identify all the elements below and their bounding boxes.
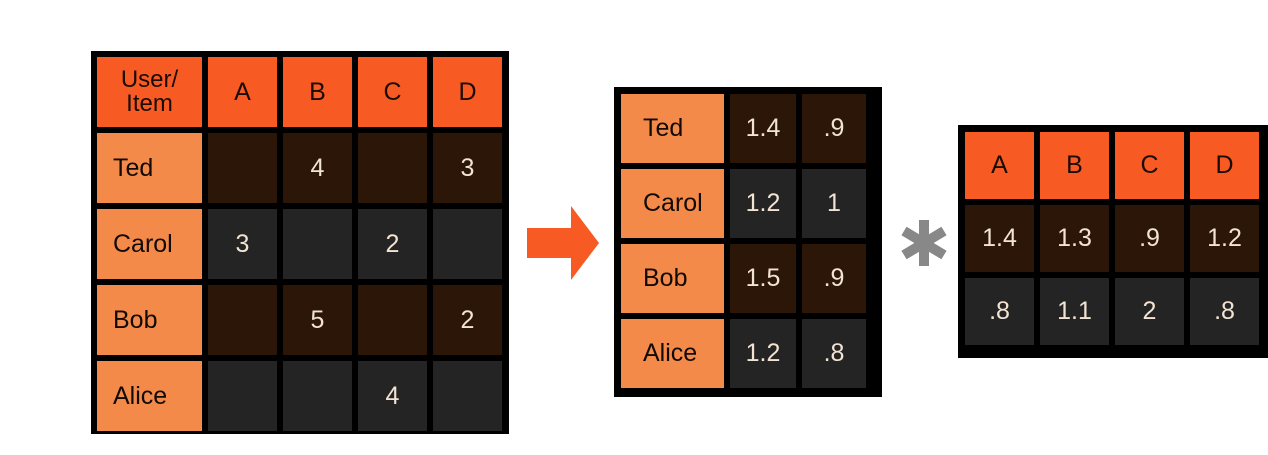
user-label-alice: Alice	[97, 361, 202, 431]
rating-cell: 4	[283, 133, 352, 203]
factor-cell: 1.2	[730, 169, 796, 238]
factor-cell: 1.2	[730, 319, 796, 388]
user-label-bob: Bob	[97, 285, 202, 355]
factor-cell: 1.4	[730, 94, 796, 163]
corner-header-line-2: Item	[126, 90, 173, 117]
rating-cell	[433, 209, 502, 279]
rating-cell	[433, 361, 502, 431]
asterisk-icon	[901, 220, 947, 266]
ratings-matrix: User/Item A B C D Ted 4 3 Carol 3 2 Bob …	[91, 51, 509, 434]
factor-cell: 1.4	[965, 205, 1034, 272]
factor-cell: 1	[802, 169, 866, 238]
factor-cell: 1.3	[1040, 205, 1109, 272]
user-label-alice: Alice	[621, 319, 724, 388]
user-label-ted: Ted	[97, 133, 202, 203]
user-label-ted: Ted	[621, 94, 724, 163]
rating-cell: 2	[433, 285, 502, 355]
rating-cell	[208, 133, 277, 203]
factor-cell: .9	[802, 244, 866, 313]
factor-cell: .8	[965, 278, 1034, 345]
factor-cell: .8	[1190, 278, 1259, 345]
corner-header: User/Item	[97, 57, 202, 127]
user-factor-matrix: Ted 1.4 .9 Carol 1.2 1 Bob 1.5 .9 Alice …	[614, 87, 882, 397]
rating-cell: 5	[283, 285, 352, 355]
user-label-carol: Carol	[621, 169, 724, 238]
rating-cell	[208, 361, 277, 431]
rating-cell: 2	[358, 209, 427, 279]
item-header-d: D	[433, 57, 502, 127]
rating-cell	[283, 209, 352, 279]
user-label-carol: Carol	[97, 209, 202, 279]
factor-cell: .9	[1115, 205, 1184, 272]
item-header-c: C	[1115, 132, 1184, 199]
factor-cell: 1.5	[730, 244, 796, 313]
rating-cell: 3	[433, 133, 502, 203]
rating-cell: 4	[358, 361, 427, 431]
factor-cell: 1.1	[1040, 278, 1109, 345]
item-factor-matrix: A B C D 1.4 1.3 .9 1.2 .8 1.1 2 .8	[958, 125, 1268, 358]
item-header-b: B	[283, 57, 352, 127]
rating-cell	[208, 285, 277, 355]
corner-header-line-1: User/	[120, 66, 179, 94]
item-header-a: A	[965, 132, 1034, 199]
rating-cell	[358, 285, 427, 355]
factor-cell: 2	[1115, 278, 1184, 345]
item-header-c: C	[358, 57, 427, 127]
right-arrow-icon	[527, 206, 599, 280]
rating-cell	[358, 133, 427, 203]
factor-cell: .9	[802, 94, 866, 163]
factor-cell: .8	[802, 319, 866, 388]
user-label-bob: Bob	[621, 244, 724, 313]
item-header-a: A	[208, 57, 277, 127]
rating-cell: 3	[208, 209, 277, 279]
factor-cell: 1.2	[1190, 205, 1259, 272]
item-header-b: B	[1040, 132, 1109, 199]
rating-cell	[283, 361, 352, 431]
item-header-d: D	[1190, 132, 1259, 199]
